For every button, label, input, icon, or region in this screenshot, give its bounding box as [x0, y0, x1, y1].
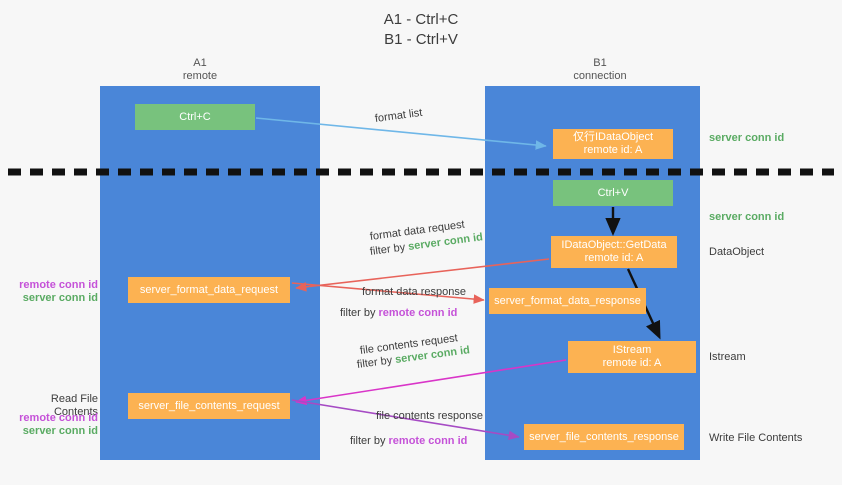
box-idataobject[interactable]: 仅行IDataObject remote id: A	[553, 129, 673, 159]
annotation-write-file-contents: Write File Contents	[709, 432, 803, 444]
annotation-read-file-contents: Read File Contents	[50, 393, 98, 418]
label-file-contents-response: file contents response	[376, 410, 484, 422]
annotation-server-conn-id-mid: server conn id	[709, 211, 785, 223]
box-ctrl-v-label: Ctrl+V	[597, 186, 629, 199]
box-server-file-contents-request-label: server_file_contents_request	[138, 399, 280, 412]
annotation-istream: Istream	[709, 351, 746, 363]
annotation-left-conn-ids-top: remote conn id server conn id	[10, 279, 98, 305]
filter-key-remote-conn-id: remote conn id	[378, 307, 458, 319]
box-idataobject-remote-id: remote id: A	[583, 144, 643, 156]
box-istream[interactable]: IStream remote id: A	[568, 341, 696, 373]
lane-b1-sub: connection	[573, 70, 627, 82]
arrow-format-data-request	[295, 258, 550, 292]
box-istream-remote-id: remote id: A	[602, 357, 662, 369]
annotation-server-conn-id: server conn id	[22, 292, 98, 304]
filter-key-remote-conn-id: remote conn id	[388, 435, 468, 447]
arrow-file-contents-request	[295, 359, 567, 406]
box-ctrl-c[interactable]: Ctrl+C	[135, 104, 255, 130]
lane-header-b1: B1 connection	[520, 57, 680, 83]
box-idataobject-label: 仅行IDataObject	[572, 131, 654, 143]
lane-b1-name: B1	[593, 57, 607, 69]
box-server-file-contents-response[interactable]: server_file_contents_response	[524, 424, 684, 450]
title-line-1: A1 - Ctrl+C	[383, 11, 459, 28]
filter-prefix: filter by	[340, 307, 379, 319]
filter-prefix: filter by	[350, 435, 389, 447]
annotation-server-conn-id-top: server conn id	[709, 132, 785, 144]
box-server-format-data-request-label: server_format_data_request	[139, 283, 279, 296]
page-title: A1 - Ctrl+C B1 - Ctrl+V	[0, 10, 842, 50]
box-server-format-data-request[interactable]: server_format_data_request	[128, 277, 290, 303]
annotation-remote-conn-id: remote conn id	[19, 412, 98, 424]
label-format-data-response-filter: filter by remote conn id	[340, 306, 457, 320]
annotation-left-conn-ids-bottom: remote conn id server conn id	[8, 412, 98, 438]
lane-header-a1: A1 remote	[120, 57, 280, 83]
label-file-contents-response-filter: filter by remote conn id	[350, 434, 467, 448]
lane-a1-name: A1	[193, 57, 207, 69]
title-line-2: B1 - Ctrl+V	[384, 31, 458, 48]
box-getdata-label: IDataObject::GetData	[561, 239, 667, 251]
box-ctrl-c-label: Ctrl+C	[179, 110, 211, 123]
box-server-file-contents-request[interactable]: server_file_contents_request	[128, 393, 290, 419]
annotation-remote-conn-id: remote conn id	[19, 279, 98, 291]
box-getdata-remote-id: remote id: A	[584, 252, 644, 264]
annotation-dataobject: DataObject	[709, 246, 765, 258]
arrow-format-list	[255, 117, 547, 150]
box-server-format-data-response-label: server_format_data_response	[494, 294, 641, 307]
label-format-data-response: format data response	[362, 286, 466, 298]
box-server-file-contents-response-label: server_file_contents_response	[529, 430, 679, 443]
arrow-format-data-response	[291, 282, 485, 304]
lane-a1-sub: remote	[182, 70, 218, 82]
box-istream-label: IStream	[612, 344, 652, 356]
arrow-file-contents-response	[291, 399, 520, 441]
annotation-server-conn-id: server conn id	[22, 425, 98, 437]
box-server-format-data-response[interactable]: server_format_data_response	[489, 288, 646, 314]
box-ctrl-v[interactable]: Ctrl+V	[553, 180, 673, 206]
box-idataobject-getdata[interactable]: IDataObject::GetData remote id: A	[551, 236, 677, 268]
